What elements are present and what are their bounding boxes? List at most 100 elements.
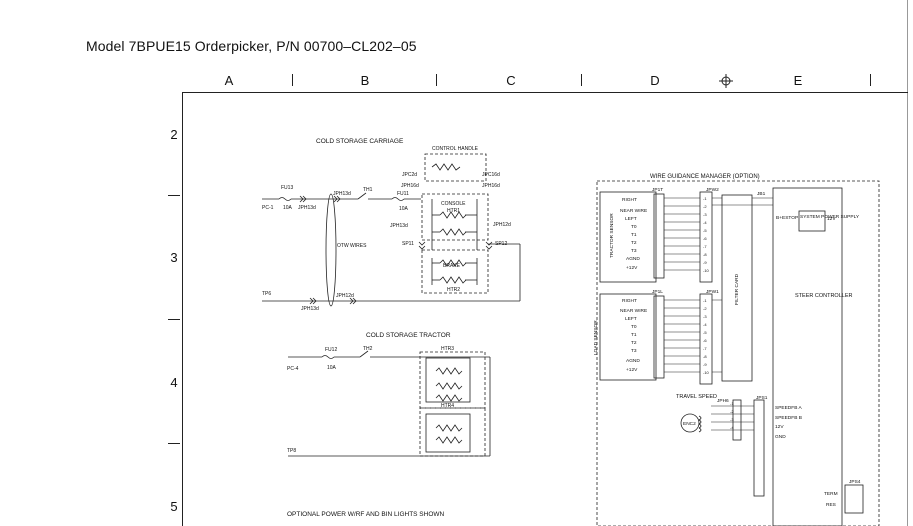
svg-text:JP1T: JP1T xyxy=(652,187,663,193)
row-label-5: 5 xyxy=(170,499,178,514)
svg-text:SP11: SP11 xyxy=(402,241,414,247)
svg-text:TH1: TH1 xyxy=(363,187,373,193)
svg-text:JPS1: JPS1 xyxy=(756,395,768,401)
svg-text:FU13: FU13 xyxy=(281,185,293,191)
page-title: Model 7BPUE15 Orderpicker, P/N 00700–CL2… xyxy=(86,38,417,54)
svg-text:SPEEDFB A: SPEEDFB A xyxy=(775,405,802,411)
svg-text:-10: -10 xyxy=(703,268,710,273)
svg-text:FU11: FU11 xyxy=(397,191,409,197)
svg-text:NEAR WIRE: NEAR WIRE xyxy=(620,308,647,314)
svg-text:JPW1: JPW1 xyxy=(706,289,719,295)
svg-text:TRAVEL SPEED: TRAVEL SPEED xyxy=(676,394,717,400)
svg-text:GND: GND xyxy=(775,434,786,440)
row-tick xyxy=(168,319,180,320)
svg-text:T3: T3 xyxy=(631,248,637,254)
svg-text:-1: -1 xyxy=(730,401,734,406)
optional-power-labels: OPTIONAL POWER W/RF AND BIN LIGHTS SHOWN xyxy=(287,511,445,518)
column-label-c: C xyxy=(506,73,516,88)
svg-text:JPH16d: JPH16d xyxy=(482,183,500,189)
svg-text:JPS4: JPS4 xyxy=(849,479,861,485)
svg-text:SYSTEM POWER SUPPLY: SYSTEM POWER SUPPLY xyxy=(800,214,860,220)
svg-text:RIGHT: RIGHT xyxy=(622,197,637,203)
drawing-border xyxy=(182,92,908,526)
wire-guidance-title: WIRE GUIDANCE MANAGER (OPTION) xyxy=(650,174,760,180)
svg-text:-2: -2 xyxy=(730,409,734,414)
svg-text:RES: RES xyxy=(826,502,836,508)
svg-text:-4: -4 xyxy=(703,322,707,327)
svg-text:FU12: FU12 xyxy=(325,347,337,353)
column-label-a: A xyxy=(224,73,234,88)
column-label-d: D xyxy=(650,73,660,88)
svg-text:BRAKE: BRAKE xyxy=(443,263,461,269)
svg-text:-8: -8 xyxy=(703,252,707,257)
svg-text:-3: -3 xyxy=(730,417,734,422)
svg-text:LEFT: LEFT xyxy=(625,216,637,222)
svg-text:12V: 12V xyxy=(775,424,784,430)
svg-text:-1: -1 xyxy=(703,298,707,303)
svg-text:-6: -6 xyxy=(703,236,707,241)
svg-text:T0: T0 xyxy=(631,324,637,330)
svg-text:-6: -6 xyxy=(703,338,707,343)
svg-text:AGND: AGND xyxy=(626,358,640,364)
column-separator xyxy=(292,74,293,86)
svg-text:JPH6: JPH6 xyxy=(717,398,729,404)
svg-text:STEER CONTROLLER: STEER CONTROLLER xyxy=(795,293,852,299)
svg-text:-8: -8 xyxy=(703,354,707,359)
svg-text:OTW WIRES: OTW WIRES xyxy=(337,243,367,249)
svg-text:B+ESTOP: B+ESTOP xyxy=(776,215,798,221)
row-label-2: 2 xyxy=(170,127,178,142)
svg-text:JPC16d: JPC16d xyxy=(482,172,500,178)
svg-text:10A: 10A xyxy=(283,205,293,211)
svg-text:PC-1: PC-1 xyxy=(262,205,274,211)
wire-guidance-section xyxy=(596,180,880,526)
svg-text:JPH13d: JPH13d xyxy=(333,191,351,197)
load-sensor-signals: RIGHT NEAR WIRE LEFT T0 T1 T2 T3 AGND +1… xyxy=(620,298,647,373)
svg-text:-7: -7 xyxy=(703,346,707,351)
svg-text:-7: -7 xyxy=(703,244,707,249)
svg-text:RIGHT: RIGHT xyxy=(622,298,637,304)
svg-text:JPH13d: JPH13d xyxy=(298,205,316,211)
crosshair-icon xyxy=(719,74,733,88)
row-label-4: 4 xyxy=(170,375,178,390)
svg-text:12V: 12V xyxy=(827,216,836,222)
svg-text:TP6: TP6 xyxy=(262,291,271,297)
svg-text:-3: -3 xyxy=(703,212,707,217)
svg-text:JPW2: JPW2 xyxy=(706,187,719,193)
column-separator xyxy=(581,74,582,86)
jpw2-pin-numbers: -1 -2 -3 -4 -5 -6 -7 -8 -9 -10 xyxy=(703,196,710,273)
carriage-section-title: COLD STORAGE CARRIAGE xyxy=(316,138,404,145)
speed-signals: SPEEDFB A SPEEDFB B 12V GND xyxy=(775,405,802,440)
svg-text:JPC2d: JPC2d xyxy=(402,172,417,178)
svg-text:HTR3: HTR3 xyxy=(441,346,454,352)
tractor-labels: COLD STORAGE TRACTOR FU12 PC-4 10A TH2 H… xyxy=(287,332,454,454)
svg-text:-1: -1 xyxy=(703,196,707,201)
svg-text:HTR1: HTR1 xyxy=(447,208,460,214)
svg-text:AGND: AGND xyxy=(626,256,640,262)
svg-text:+12V: +12V xyxy=(626,367,638,373)
svg-text:JPH16d: JPH16d xyxy=(401,183,419,189)
svg-text:T2: T2 xyxy=(631,240,637,246)
wire-guidance-labels: WIRE GUIDANCE MANAGER (OPTION) JP1T JPW2… xyxy=(593,174,861,508)
svg-text:JPH12d: JPH12d xyxy=(493,222,511,228)
svg-text:JPH13d: JPH13d xyxy=(301,306,319,312)
svg-text:-4: -4 xyxy=(703,220,707,225)
carriage-section xyxy=(262,153,521,307)
svg-text:-2: -2 xyxy=(703,306,707,311)
tractor-section xyxy=(288,350,491,457)
svg-text:-9: -9 xyxy=(703,260,707,265)
svg-text:-10: -10 xyxy=(703,370,710,375)
svg-text:JB1: JB1 xyxy=(757,191,766,197)
svg-text:HTR4: HTR4 xyxy=(441,403,454,409)
svg-text:-5: -5 xyxy=(703,330,707,335)
svg-text:+12V: +12V xyxy=(626,265,638,271)
carriage-labels: COLD STORAGE CARRIAGE CONTROL HANDLE FU1… xyxy=(262,138,511,312)
svg-text:-9: -9 xyxy=(703,362,707,367)
svg-text:-5: -5 xyxy=(703,228,707,233)
row-tick xyxy=(168,195,180,196)
svg-text:CONSOLE: CONSOLE xyxy=(441,201,466,207)
svg-text:HTR2: HTR2 xyxy=(447,287,460,293)
svg-text:T0: T0 xyxy=(631,224,637,230)
column-label-b: B xyxy=(360,73,370,88)
svg-text:TP8: TP8 xyxy=(287,448,296,454)
